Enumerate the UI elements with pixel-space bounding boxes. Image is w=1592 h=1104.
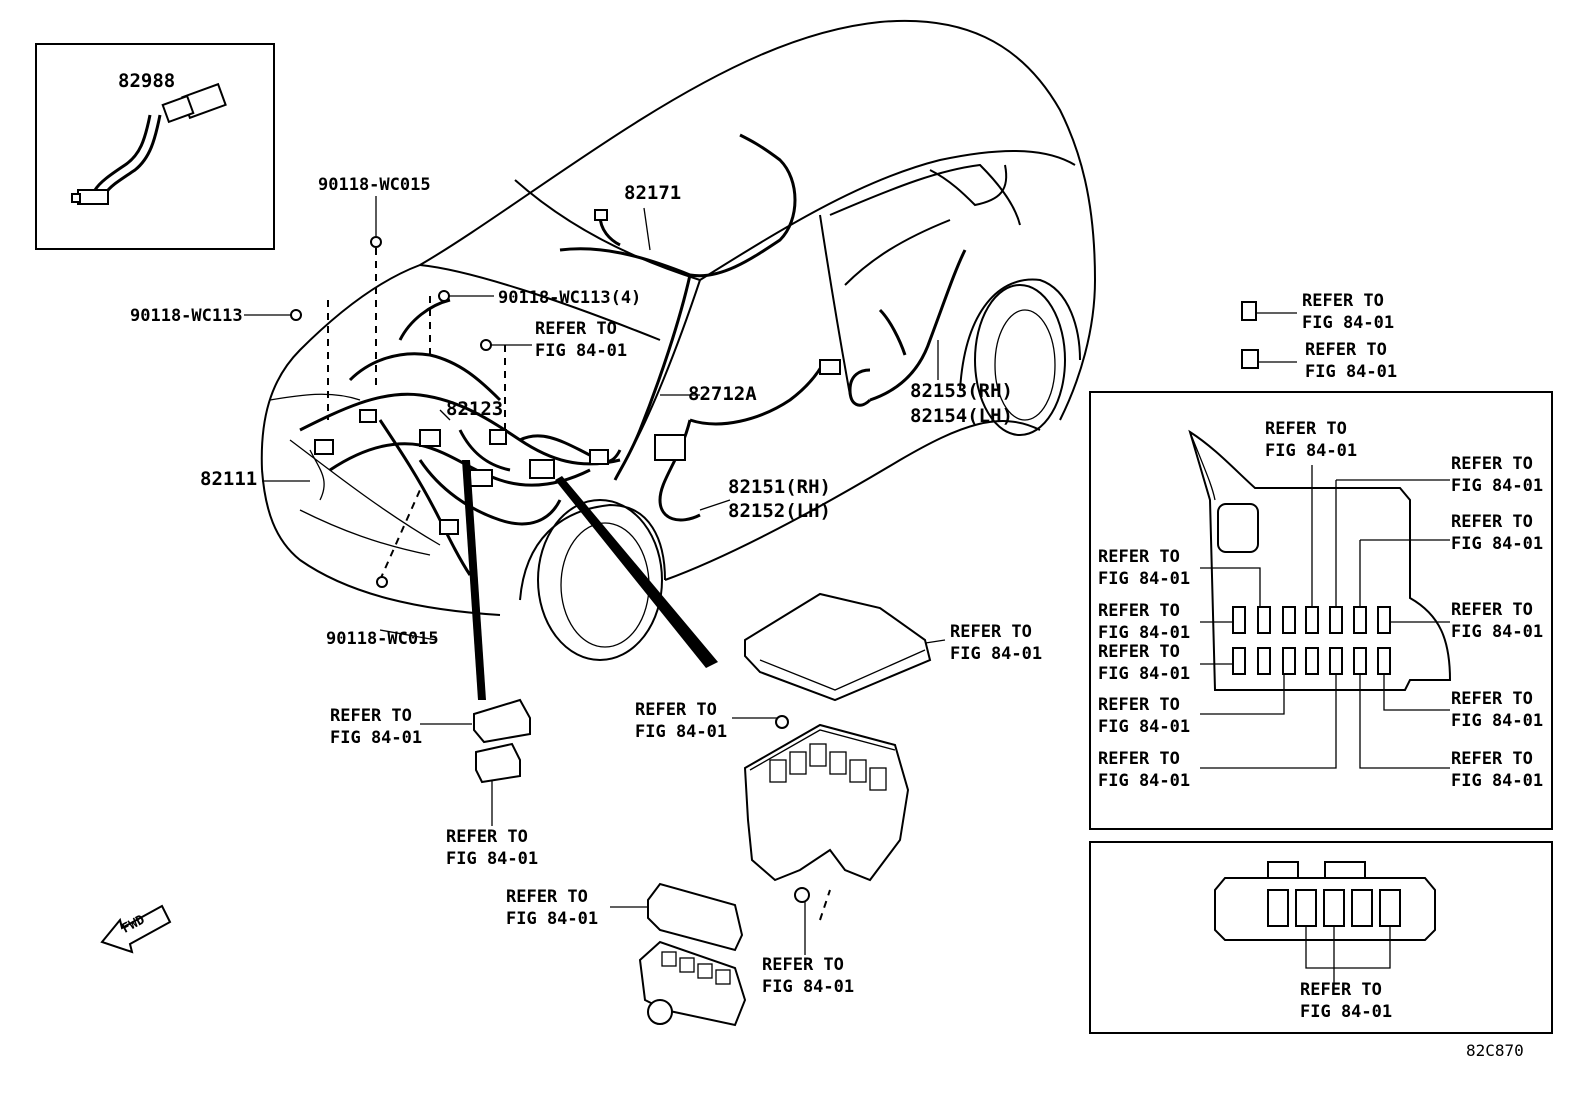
inset-box-relay-block [1089, 391, 1553, 830]
engine-harness-illustration [299, 298, 622, 576]
part-label-82988: 82988 [118, 70, 176, 92]
inset-box-fuse-block [1089, 841, 1553, 1034]
fuse-block-detail-illustration [1214, 861, 1436, 988]
fuse-box-body-illustration [743, 723, 910, 882]
part-label-82151: 82151(RH) [728, 476, 831, 498]
part-label-90118-wc113: 90118-WC113 [130, 306, 243, 326]
pointer-arrow-fusebox [555, 476, 718, 668]
vehicle-body-outline [260, 19, 1097, 661]
part-label-82111: 82111 [200, 468, 258, 490]
relay-block-detail-illustration [1188, 429, 1452, 691]
fwd-arrow-icon [100, 904, 172, 954]
relay-block-illustration [473, 698, 531, 784]
fuse-box-cover-illustration [744, 592, 932, 702]
bolt-line-relay [819, 889, 831, 921]
small-connector-icon [1241, 301, 1259, 369]
part-label-90118-wc015-top: 90118-WC015 [318, 175, 431, 195]
pointer-arrow-relay [462, 460, 486, 700]
bolt-line-bottom [379, 489, 421, 581]
relay-block-leader-lines [1200, 465, 1450, 769]
part-label-90118-wc113-4: 90118-WC113(4) [498, 288, 642, 308]
connector-82988-illustration [71, 82, 227, 205]
part-label-82171: 82171 [624, 182, 682, 204]
inset-box-82988 [35, 43, 275, 250]
junction-block-illustration [638, 882, 747, 1027]
leader-lines [244, 196, 1297, 955]
diagram-code: 82C870 [1466, 1041, 1524, 1060]
part-label-82152: 82152(LH) [728, 500, 831, 522]
part-label-82153: 82153(RH) [910, 380, 1013, 402]
cowl-harness-82171-illustration [559, 133, 797, 481]
floor-harness-illustration [654, 249, 967, 522]
part-label-82123: 82123 [446, 398, 504, 420]
part-label-90118-wc015-bottom: 90118-WC015 [326, 629, 439, 649]
part-label-82154: 82154(LH) [910, 405, 1013, 427]
bolt-icon [290, 236, 810, 903]
part-label-82712a: 82712A [688, 383, 757, 405]
